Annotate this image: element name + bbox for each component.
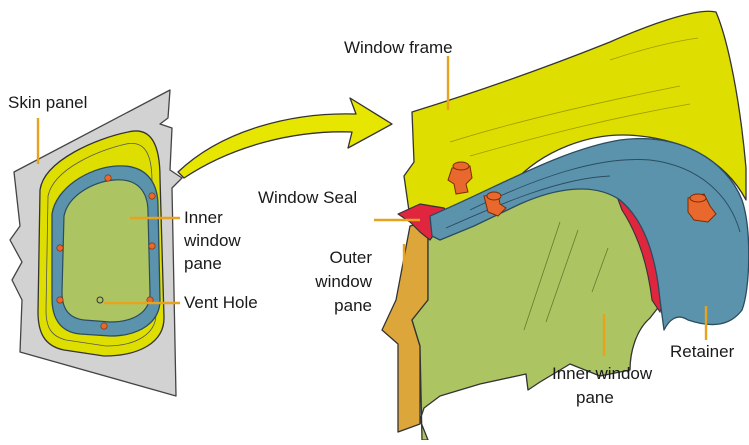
label-inner-window-pane-small-line2: window <box>184 231 241 250</box>
retainer-graphic <box>429 138 749 331</box>
arrow-graphic <box>177 97 393 179</box>
vent-hole-marker <box>96 296 104 304</box>
label-skin-panel: Skin panel <box>8 93 88 112</box>
label-inner-window-pane-big-line1: Inner window <box>552 364 653 383</box>
label-window-seal: Window Seal <box>258 188 358 207</box>
right-leader-lines <box>374 56 708 356</box>
left-leader-lines <box>36 118 180 305</box>
retainer-bolts <box>447 161 717 223</box>
small-bolt-markers <box>56 174 156 330</box>
label-outer-window-pane-line2: window <box>315 272 372 291</box>
label-inner-window-pane-small-line3: pane <box>184 254 222 273</box>
label-outer-window-pane-line1: Outer <box>329 248 372 267</box>
label-vent-hole: Vent Hole <box>184 293 258 312</box>
label-inner-window-pane-small-line1: Inner <box>184 208 223 227</box>
small-inner-pane-graphic <box>61 179 151 323</box>
label-outer-window-pane-line3: pane <box>334 296 372 315</box>
label-inner-window-pane-big-line2: pane <box>576 388 614 407</box>
window-frame-graphic <box>403 10 747 219</box>
label-window-frame: Window frame <box>344 38 453 57</box>
label-retainer: Retainer <box>670 342 735 361</box>
